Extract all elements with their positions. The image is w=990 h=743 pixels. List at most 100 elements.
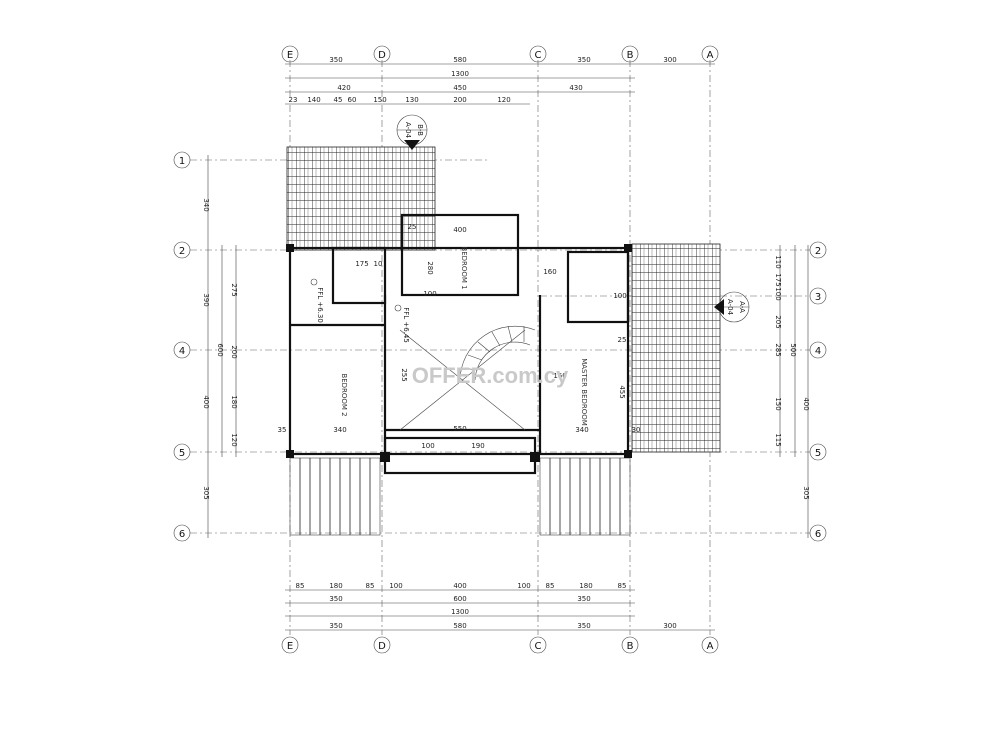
roof-tiles (286, 146, 721, 453)
bedroom1-walls (400, 213, 520, 297)
axis-label: A (707, 641, 714, 652)
dim-label: 255 (400, 368, 408, 381)
section-label: B-B (416, 124, 424, 136)
axis-label: 4 (815, 346, 821, 357)
dim-label: 120 (497, 96, 510, 104)
dim-label: 85 (546, 582, 555, 590)
dim-label: 100 (421, 442, 434, 450)
dim-label: 180 (579, 582, 592, 590)
axis-label: 2 (179, 246, 185, 257)
dim-label: 455 (618, 385, 626, 398)
right-dimensions: 110 175 100 205 500 285 400 150 115 305 (774, 245, 810, 538)
dim-label: 305 (202, 486, 210, 499)
axis-label: D (378, 50, 386, 61)
axis-label: B (627, 50, 634, 61)
roof-tile-upper-left (286, 146, 436, 251)
dim-label: 160 (543, 268, 556, 276)
dim-label: 350 (577, 595, 590, 603)
axis-label: E (287, 50, 293, 61)
dim-label: 23 (289, 96, 298, 104)
section-sheet: A-04 (726, 299, 734, 316)
dim-label: 600 (216, 343, 224, 356)
dim-label: 175 (355, 260, 368, 268)
dim-label: 350 (329, 56, 342, 64)
dim-label: 350 (329, 622, 342, 630)
axis-label: 2 (815, 246, 821, 257)
dim-label: 120 (230, 433, 238, 446)
dim-label: 300 (663, 56, 676, 64)
dim-label: 85 (618, 582, 627, 590)
interior-dimensions: 400 175 160 280 100 10 100 25 25 255 160… (278, 223, 641, 450)
dim-label: 85 (366, 582, 375, 590)
section-marker-aa: A-A A-04 (714, 291, 750, 323)
dim-label: 280 (426, 261, 434, 274)
dim-label: 1300 (451, 608, 469, 616)
dim-label: 190 (471, 442, 484, 450)
dim-label: 200 (230, 345, 238, 358)
dim-label: 600 (453, 595, 466, 603)
axis-label: D (378, 641, 386, 652)
top-dimensions: 350 580 350 300 1300 420 450 430 23 140 … (285, 56, 715, 105)
dim-label: 350 (329, 595, 342, 603)
bathroom-right (566, 250, 630, 324)
level-markers: FFL +6.30 FFL +6.45 (310, 278, 410, 343)
dim-label: 10 (374, 260, 383, 268)
dim-label: 400 (802, 397, 810, 410)
axis-label: 5 (815, 448, 821, 459)
dim-label: 200 (453, 96, 466, 104)
bottom-dimensions: 85 180 85 100 400 100 85 180 85 350 600 … (285, 582, 715, 631)
dim-label: 45 (334, 96, 343, 104)
row-markers-left: 1 2 4 5 6 (173, 151, 191, 542)
dim-label: 450 (453, 84, 466, 92)
dim-label: 275 (230, 283, 238, 296)
axis-label: 4 (179, 346, 185, 357)
column-markers-bottom: E D C B A (281, 636, 719, 654)
dim-label: 340 (333, 426, 346, 434)
dim-label: 1300 (451, 70, 469, 78)
bathroom-left (331, 246, 387, 305)
watermark-text: OFFER.com.cy (412, 363, 569, 388)
dim-label: 420 (337, 84, 350, 92)
dim-label: 390 (202, 293, 210, 306)
dim-label: 160 (553, 372, 566, 380)
section-label: A-A (738, 301, 746, 313)
left-dimensions: 340 390 275 600 200 400 180 120 305 (202, 155, 238, 538)
room-label-master-bedroom: MASTER BEDROOM (580, 358, 588, 426)
dim-label: 350 (577, 56, 590, 64)
pergola-left (289, 457, 381, 536)
dim-label: 340 (575, 426, 588, 434)
dim-label: 150 (774, 397, 782, 410)
dim-label: 400 (453, 226, 466, 234)
dim-label: 205 (774, 315, 782, 328)
dim-label: 550 (453, 425, 466, 433)
dim-label: 130 (405, 96, 418, 104)
roof-tile-right (631, 243, 721, 453)
dim-label: 150 (373, 96, 386, 104)
dim-label: 60 (348, 96, 357, 104)
dim-label: 140 (307, 96, 320, 104)
dim-label: 400 (202, 395, 210, 408)
section-sheet: A-04 (404, 122, 412, 139)
dim-label: 580 (453, 56, 466, 64)
dim-label: 100 (423, 290, 436, 298)
dim-label: 180 (230, 395, 238, 408)
dim-label: 110 (774, 255, 782, 268)
axis-label: 6 (815, 529, 821, 540)
column-markers-top: E D C B A (281, 45, 719, 63)
room-label-bedroom-1: BEDROOM 1 (460, 246, 468, 289)
level-label: FFL +6.45 (402, 307, 410, 343)
axis-label: 6 (179, 529, 185, 540)
main-outline (288, 246, 630, 456)
axis-label: A (707, 50, 714, 61)
section-marker-bb: B-B A-04 (396, 114, 428, 150)
dim-label: 305 (802, 486, 810, 499)
row-markers-right: 2 3 4 5 6 (809, 241, 827, 542)
dim-label: 285 (774, 343, 782, 356)
dim-label: 100 (517, 582, 530, 590)
dim-label: 180 (329, 582, 342, 590)
dim-label: 400 (453, 582, 466, 590)
spiral-stair (399, 325, 536, 431)
dim-label: 175 (774, 273, 782, 286)
dim-label: 100 (389, 582, 402, 590)
